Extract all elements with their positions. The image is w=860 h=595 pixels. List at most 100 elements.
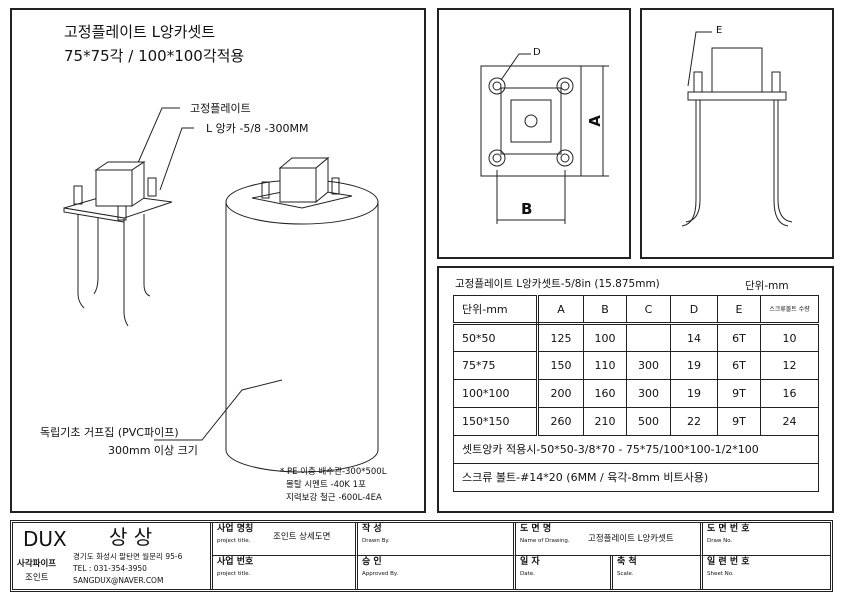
- cell: 6T: [717, 323, 761, 352]
- drawing-name-cell: 도 면 명 Name of Drawing. 고정플레이트 L앙카셋트: [516, 523, 703, 556]
- main-drawing-panel: 고정플레이트 L앙카셋트 75*75각 / 100*100각적용 고정플레이트 …: [10, 8, 426, 513]
- side-view-drawing: [681, 31, 793, 227]
- label-plate: 고정플레이트: [190, 102, 251, 115]
- label: 일 자: [520, 557, 540, 567]
- title-block: DUX 상 상 사각파이프 조인트 경기도 화성시 팔탄면 월문리 95-6 T…: [10, 520, 833, 592]
- header-cell: 스크류볼트 수량: [760, 295, 819, 325]
- note-set-anchor: 셋트앙카 적용시-50*50-3/8*70 - 75*75/100*100-1/…: [453, 435, 819, 464]
- spec-table-title: 고정플레이트 L앙카셋트-5/8in (15.875mm): [455, 278, 660, 290]
- cell: 22: [670, 407, 718, 436]
- label: 승 인: [362, 557, 382, 567]
- sheet-no-cell: 일 련 번 호 Sheet No.: [703, 556, 830, 589]
- sub-1: 사각파이프: [17, 559, 57, 569]
- cell: 260: [537, 407, 584, 436]
- cell: 200: [537, 379, 584, 408]
- note-2: 몰탈 시멘트 -40K 1포: [286, 480, 366, 490]
- cell: 75*75: [453, 351, 539, 380]
- label: project title.: [217, 571, 251, 577]
- header-cell: A: [537, 295, 584, 325]
- cell: 6T: [717, 351, 761, 380]
- label: Date.: [520, 571, 535, 577]
- value: 조인트 상세도면: [273, 532, 331, 542]
- cell: [626, 323, 671, 352]
- spec-table-unit: 단위-mm: [745, 280, 789, 292]
- cell: 9T: [717, 379, 761, 408]
- header-cell: C: [626, 295, 671, 325]
- cell: 16: [760, 379, 819, 408]
- value: 고정플레이트 L앙카셋트: [588, 534, 674, 544]
- label: 축 척: [617, 557, 637, 567]
- header-cell: 단위-mm: [453, 295, 539, 325]
- cell: 125: [537, 323, 584, 352]
- cell: 24: [760, 407, 819, 436]
- label-b: B: [521, 200, 533, 218]
- drawing-title-2: 75*75각 / 100*100각적용: [64, 47, 245, 65]
- label-pipe-2: 300mm 이상 크기: [108, 444, 198, 457]
- cell: 150*150: [453, 407, 539, 436]
- table-note-row: 스크류 볼트-#14*20 (6MM / 육각-8mm 비트사용): [453, 463, 819, 492]
- drawn-by-cell: 작 성 Drawn By.: [358, 523, 516, 556]
- cell: 19: [670, 379, 718, 408]
- drawing-no-cell: 도 면 번 호 Draw No.: [703, 523, 830, 556]
- company-cell: DUX 상 상 사각파이프 조인트 경기도 화성시 팔탄면 월문리 95-6 T…: [13, 523, 213, 589]
- table-header-row: 단위-mm A B C D E 스크류볼트 수량: [453, 295, 819, 325]
- plan-view-panel: D A B: [437, 8, 631, 259]
- cell: 12: [760, 351, 819, 380]
- sub-2: 조인트: [25, 573, 49, 583]
- project-no-cell: 사업 번호 project title.: [213, 556, 358, 589]
- drawing-title-1: 고정플레이트 L앙카셋트: [64, 23, 216, 41]
- cell: 14: [670, 323, 718, 352]
- label-anchor: L 앙카 -5/8 -300MM: [206, 122, 309, 135]
- label: project title.: [217, 538, 251, 544]
- label: Sheet No.: [707, 571, 734, 577]
- cell: 100: [583, 323, 627, 352]
- label: 도 면 번 호: [707, 524, 750, 534]
- cell: 150: [537, 351, 584, 380]
- note-1: * PE 이층 배수관-300*500L: [280, 467, 387, 477]
- label: 작 성: [362, 524, 382, 534]
- label: Drawn By.: [362, 538, 390, 544]
- label: Draw No.: [707, 538, 733, 544]
- label: Name of Drawing.: [520, 538, 570, 544]
- label-a: A: [585, 115, 604, 127]
- project-name-cell: 사업 명칭 project title. 조인트 상세도면: [213, 523, 358, 556]
- label-e: E: [716, 25, 723, 36]
- label: 사업 번호: [217, 557, 254, 567]
- cell: 9T: [717, 407, 761, 436]
- cell: 300: [626, 351, 671, 380]
- cell: 300: [626, 379, 671, 408]
- label: 도 면 명: [520, 524, 552, 534]
- isometric-drawing: [63, 107, 379, 473]
- cell: 100*100: [453, 379, 539, 408]
- cell: 10: [760, 323, 819, 352]
- email: SANGDUX@NAVER.COM: [73, 576, 164, 585]
- cell: 500: [626, 407, 671, 436]
- cell: 110: [583, 351, 627, 380]
- label: 사업 명칭: [217, 524, 254, 534]
- table-note-row: 셋트앙카 적용시-50*50-3/8*70 - 75*75/100*100-1/…: [453, 435, 819, 464]
- plan-view-drawing: [480, 53, 609, 224]
- note-3: 지력보강 철근 -600L-4EA: [286, 493, 382, 503]
- brand-logo: DUX: [23, 527, 67, 551]
- label: Approved By.: [362, 571, 399, 577]
- label-pipe-1: 독립기초 거프집 (PVC파이프): [40, 426, 179, 439]
- note-screw-bolt: 스크류 볼트-#14*20 (6MM / 육각-8mm 비트사용): [453, 463, 819, 492]
- header-cell: D: [670, 295, 718, 325]
- label: 일 련 번 호: [707, 557, 750, 567]
- cell: 160: [583, 379, 627, 408]
- company-name: 상 상: [109, 525, 153, 549]
- approved-by-cell: 승 인 Approved By.: [358, 556, 516, 589]
- cell: 50*50: [453, 323, 539, 352]
- tel: TEL : 031-354-3950: [73, 564, 147, 573]
- side-view-panel: E: [640, 8, 834, 259]
- cell: 19: [670, 351, 718, 380]
- label-d: D: [533, 47, 541, 58]
- address: 경기도 화성시 팔탄면 월문리 95-6: [73, 552, 183, 561]
- date-cell: 일 자 Date.: [516, 556, 613, 589]
